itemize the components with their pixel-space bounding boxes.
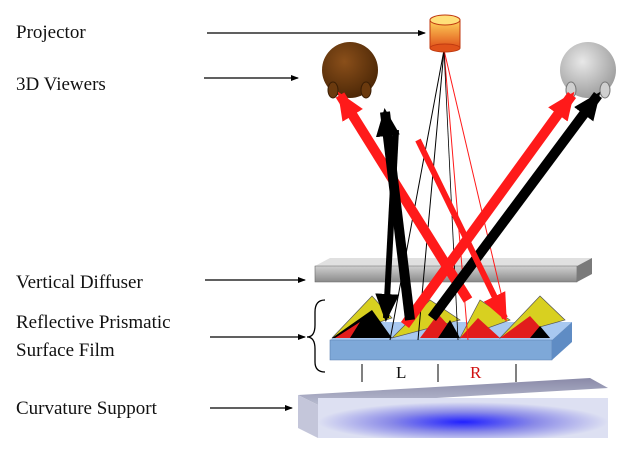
segment-label-left: L xyxy=(396,363,407,382)
black-arrow-to-right-viewer xyxy=(427,91,603,321)
viewer-left-icon xyxy=(322,42,378,99)
viewer-right-icon xyxy=(560,42,616,99)
black-arrow-down xyxy=(375,129,400,322)
red-arrow-down xyxy=(415,138,508,322)
projector-icon xyxy=(429,14,461,53)
label-pointer-arrows xyxy=(204,30,426,411)
label-projector: Projector xyxy=(16,22,86,43)
film-brace xyxy=(306,299,326,373)
segment-label-right: R xyxy=(470,363,482,382)
black-arrow-to-left-viewer xyxy=(375,108,415,321)
label-film-line1: Reflective Prismatic xyxy=(16,312,171,333)
label-vertical-diffuser: Vertical Diffuser xyxy=(16,272,143,293)
reflected-light-arrows xyxy=(335,91,603,328)
projector-rays xyxy=(389,49,506,341)
label-film-line2: Surface Film xyxy=(16,340,115,361)
segment-ticks xyxy=(361,364,517,382)
red-arrow-to-right-viewer xyxy=(400,91,577,328)
curvature-support xyxy=(298,378,608,438)
label-curvature-support: Curvature Support xyxy=(16,398,157,419)
label-3d-viewers: 3D Viewers xyxy=(16,74,106,95)
